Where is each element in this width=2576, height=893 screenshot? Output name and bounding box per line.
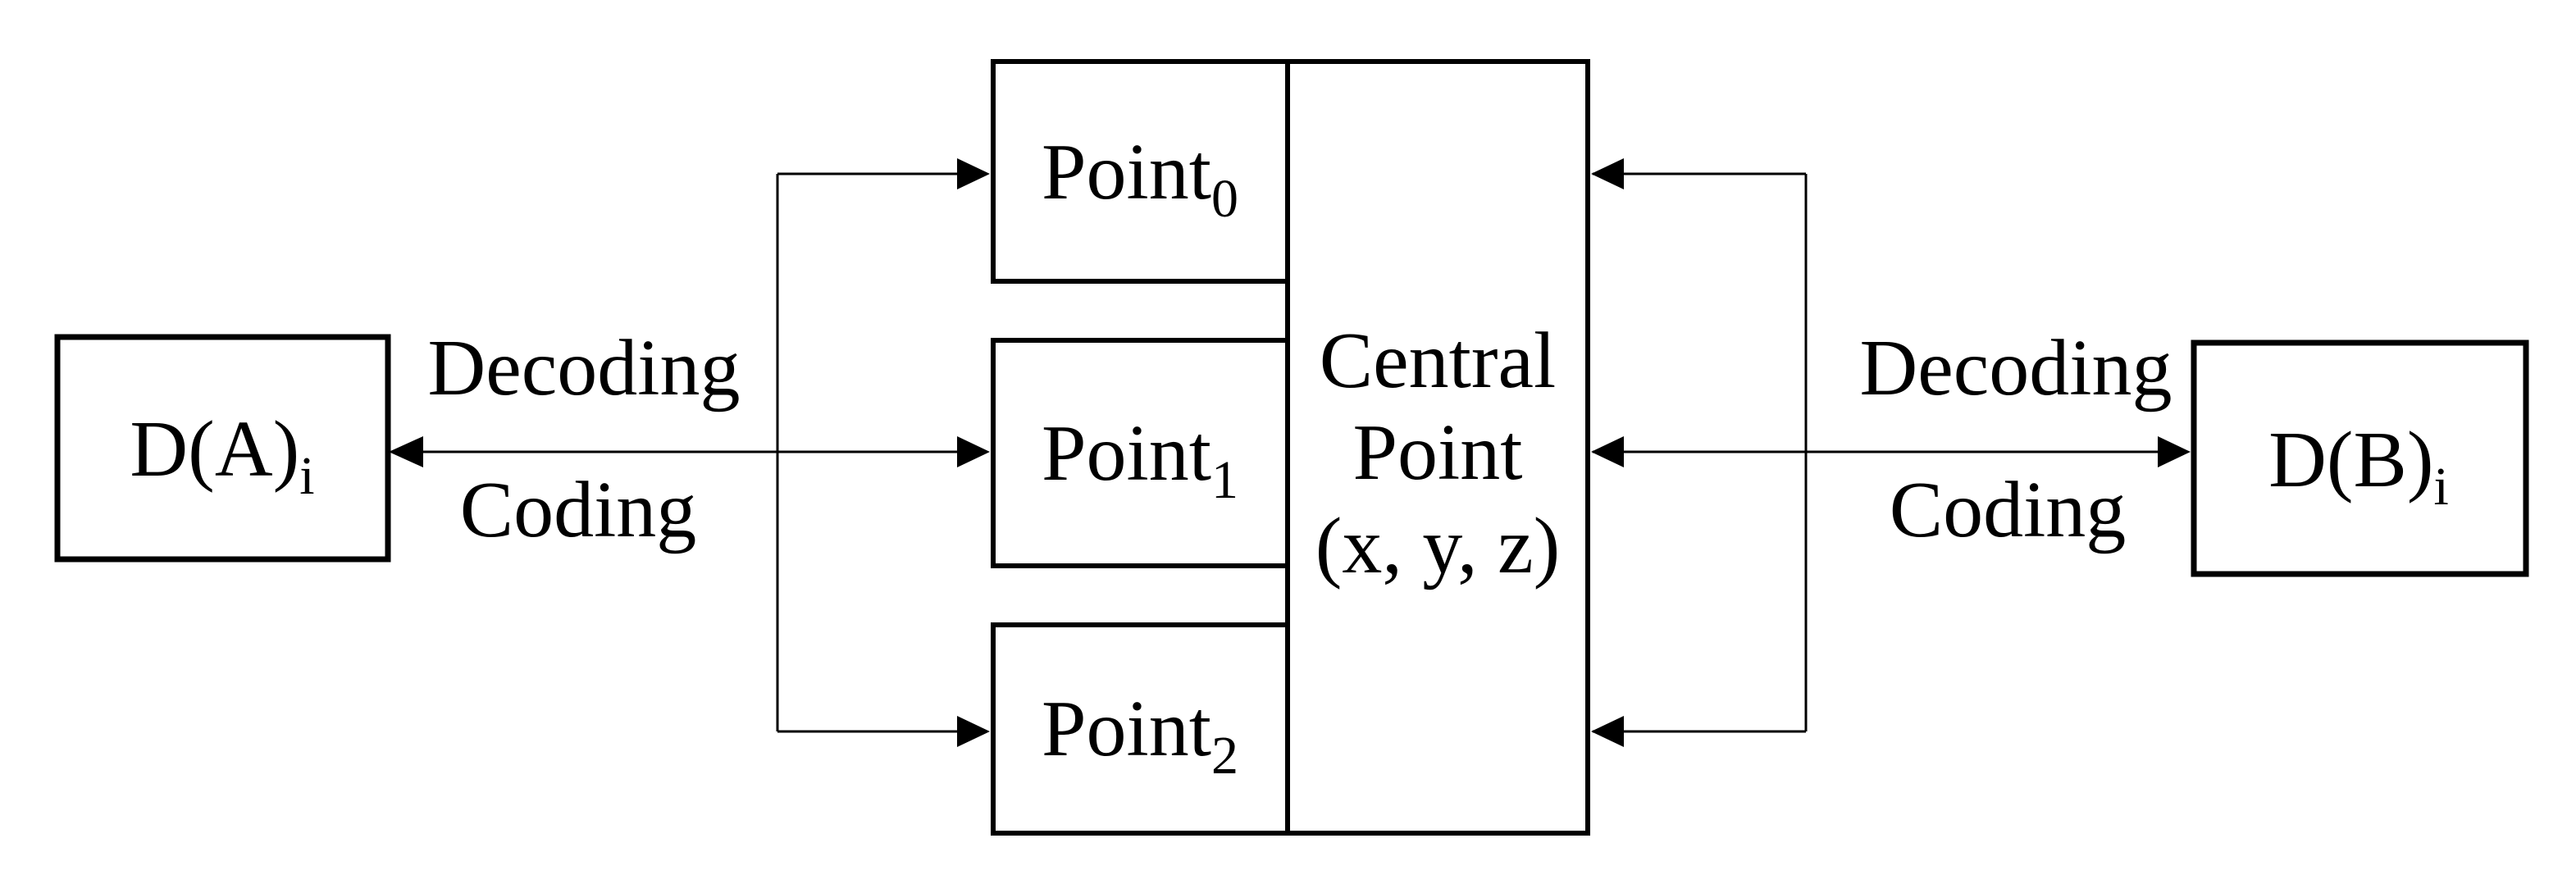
box-point-2 (991, 622, 1290, 836)
arrowhead-into-central-bottom (1591, 716, 1624, 747)
arrowhead-into-point-0 (957, 158, 990, 189)
arrowhead-into-point-2 (957, 716, 990, 747)
label-decoding-left: Decoding (428, 324, 741, 412)
label-central-line3: (x, y, z) (1315, 502, 1560, 590)
label-d-a-main: D(A) (130, 405, 299, 494)
label-point-1-subscript: 1 (1211, 450, 1238, 510)
label-decoding-right: Decoding (1860, 324, 2173, 412)
arrowhead-into-d-a (389, 436, 423, 467)
label-point-0-main: Point (1042, 128, 1211, 216)
label-central-line1: Central (1320, 317, 1556, 405)
label-point-2-main: Point (1042, 685, 1211, 773)
label-d-b-subscript: i (2434, 457, 2449, 517)
box-d-a (54, 334, 391, 563)
box-point-0 (991, 59, 1290, 284)
arrowhead-into-central-middle (1591, 436, 1624, 467)
arrowhead-into-central-top (1591, 158, 1624, 189)
label-central-line2: Point (1353, 408, 1523, 497)
label-point-0: Point0 (1042, 128, 1238, 229)
label-point-1: Point1 (1042, 409, 1238, 510)
box-point-1 (991, 338, 1290, 568)
label-point-0-subscript: 0 (1211, 169, 1238, 229)
label-coding-left: Coding (460, 466, 697, 554)
arrowhead-into-point-1 (957, 436, 990, 467)
label-point-2: Point2 (1042, 685, 1238, 786)
label-coding-right: Coding (1890, 466, 2127, 554)
label-d-a-subscript: i (299, 446, 314, 506)
box-d-b (2191, 339, 2529, 577)
label-d-b: D(B)i (2268, 416, 2449, 517)
label-d-a: D(A)i (130, 405, 314, 506)
label-d-b-main: D(B) (2268, 416, 2433, 504)
label-point-2-subscript: 2 (1211, 726, 1238, 786)
label-point-1-main: Point (1042, 409, 1211, 498)
box-central-point (1285, 59, 1590, 836)
arrowhead-into-d-b (2158, 436, 2191, 467)
